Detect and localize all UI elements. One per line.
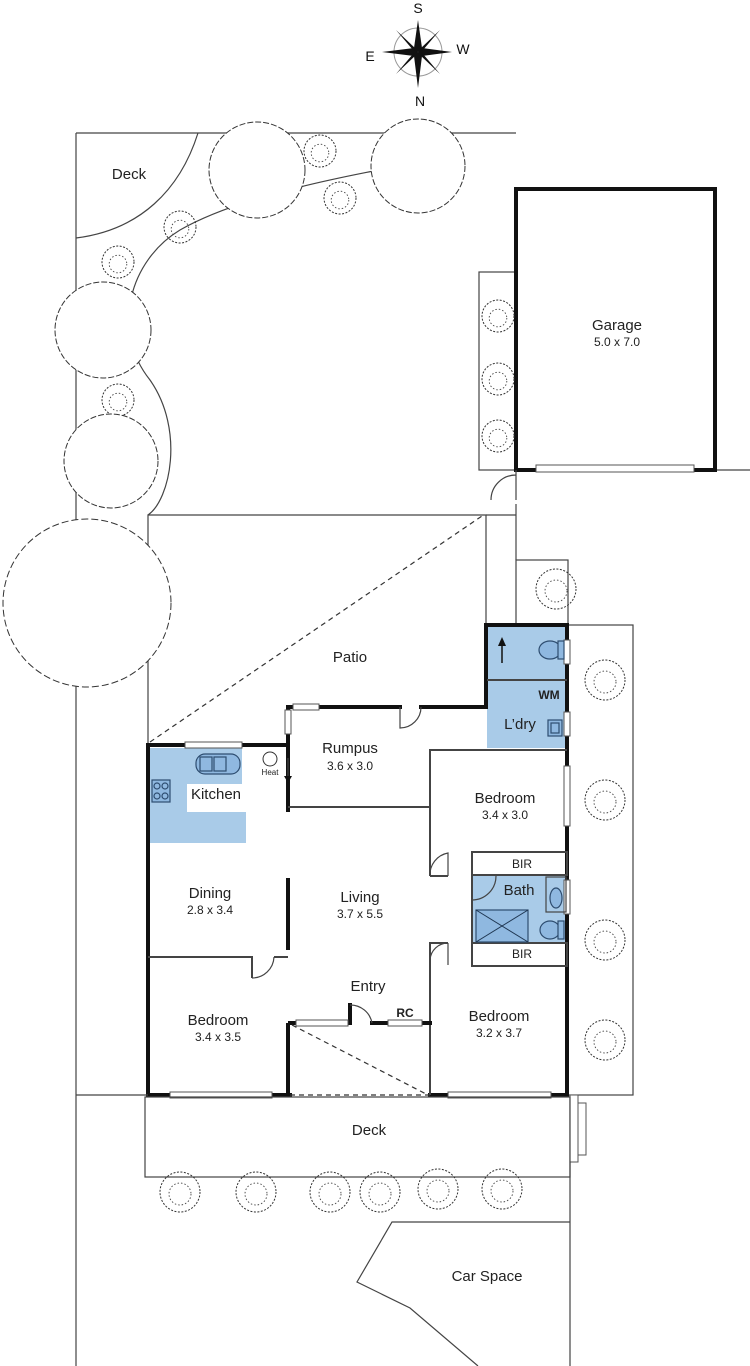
front-deck-label: Deck [352,1122,387,1139]
bedroom-2-label: Bedroom [188,1012,249,1029]
bedroom-1-dims: 3.4 x 3.0 [482,808,528,822]
shrub-detail-icon [170,219,190,239]
compass-north-label: N [415,93,425,109]
fixtures [151,637,567,943]
shrub-detail-icon [490,1179,514,1203]
shrub-icon [584,779,626,821]
dining-dims: 2.8 x 3.4 [187,903,233,917]
shrub-detail-icon [330,190,350,210]
laundry-label: L’dry [504,716,536,733]
shrub-detail-icon [244,1182,268,1206]
shrub-detail-icon [544,579,568,603]
living-dims: 3.7 x 5.5 [337,907,383,921]
shrub-detail-icon [593,790,617,814]
shrub-icon [417,1168,459,1210]
shrub-icon [101,245,135,279]
shrub-icon [323,181,357,215]
shrubs [101,134,626,1213]
shrub-icon [481,1168,523,1210]
bedroom-2-dims: 3.4 x 3.5 [195,1030,241,1044]
compass-rose-icon [382,20,452,88]
rumpus-label: Rumpus [322,740,378,757]
shrub-detail-icon [108,392,128,412]
shrub-detail-icon [108,254,128,274]
car-space-label: Car Space [452,1268,523,1285]
garage [478,187,717,501]
bedroom-3-dims: 3.2 x 3.7 [476,1026,522,1040]
shrub-icon [584,659,626,701]
shrub-icon [584,919,626,961]
shrub-icon [235,1171,277,1213]
shrub-detail-icon [593,670,617,694]
shrub-detail-icon [168,1182,192,1206]
entry-label: Entry [350,978,386,995]
shrub-icon [535,568,577,610]
patio-label: Patio [333,649,367,666]
shrub-icon [159,1171,201,1213]
shrub-detail-icon [368,1182,392,1206]
car-space-outline [356,1221,570,1366]
laundry-wm-label: WM [538,688,559,702]
shrub-detail-icon [426,1179,450,1203]
heater-label: Heat [262,768,280,777]
shrub-icon [303,134,337,168]
bath-label: Bath [504,882,535,899]
shrub-detail-icon [593,930,617,954]
rc-label: RC [396,1006,414,1020]
shrub-detail-icon [488,428,508,448]
living-label: Living [340,889,379,906]
doors[interactable] [251,706,497,1024]
bedroom-3-label: Bedroom [469,1008,530,1025]
garage-dims: 5.0 x 7.0 [594,335,640,349]
bir-1-label: BIR [512,857,532,871]
shrub-icon [481,362,515,396]
compass-south-label: S [413,0,422,16]
rear-deck-outline [75,132,461,516]
bir-2-label: BIR [512,947,532,961]
shrub-detail-icon [318,1182,342,1206]
shrub-icon [481,419,515,453]
shrub-icon [481,299,515,333]
shrub-detail-icon [488,371,508,391]
shrub-icon [584,1019,626,1061]
dining-label: Dining [189,885,232,902]
garage-label: Garage [592,317,642,334]
shrub-detail-icon [488,308,508,328]
shrub-icon [163,210,197,244]
shrub-detail-icon [593,1030,617,1054]
shrub-icon [359,1171,401,1213]
compass-east-label: E [365,48,374,64]
compass-west-label: W [456,41,470,57]
shrub-icon [101,383,135,417]
shrub-icon [309,1171,351,1213]
shrub-detail-icon [310,143,330,163]
rumpus-dims: 3.6 x 3.0 [327,759,373,773]
large-trees [2,118,466,688]
rear-deck-label: Deck [112,166,147,183]
bedroom-1-label: Bedroom [475,790,536,807]
kitchen-label: Kitchen [191,786,241,803]
front-deck-outline [76,1094,571,1178]
